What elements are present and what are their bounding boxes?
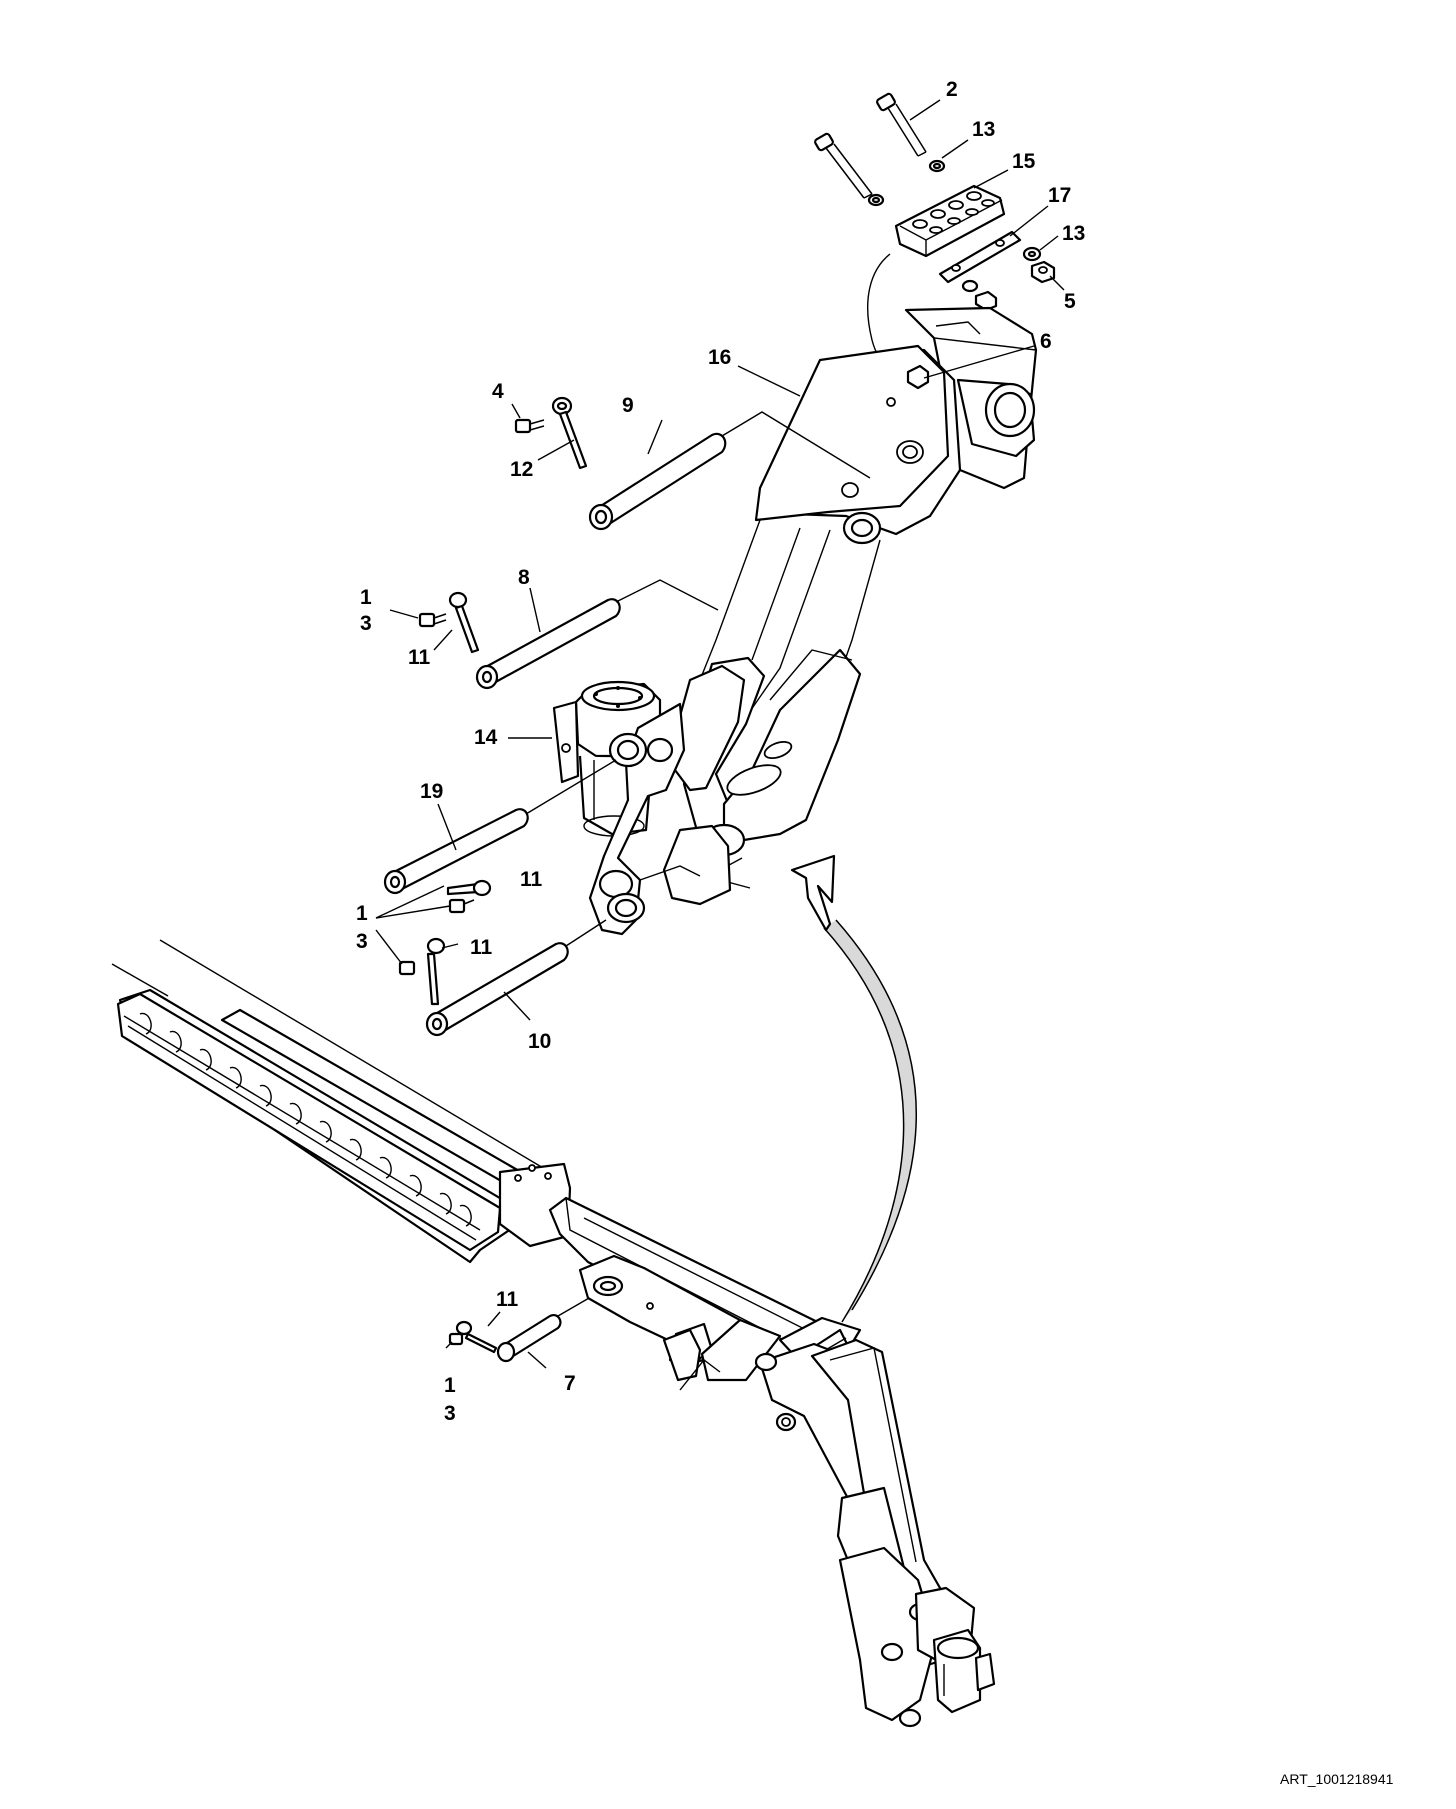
- callout-3: 3: [356, 930, 368, 953]
- callout-11: 11: [408, 646, 431, 669]
- callout-6: 6: [1040, 330, 1052, 353]
- callout-5: 5: [1064, 290, 1076, 313]
- washer-13a: [928, 159, 946, 173]
- art-reference-label: ART_1001218941: [1280, 1771, 1394, 1787]
- keeper-12: [551, 396, 588, 470]
- callout-9: 9: [622, 394, 634, 417]
- callout-19: 19: [420, 780, 443, 803]
- callout-3: 3: [444, 1402, 456, 1425]
- bolt-2: [876, 92, 927, 157]
- callout-3: 3: [360, 612, 372, 635]
- callout-16: 16: [708, 346, 731, 369]
- callout-11: 11: [520, 868, 543, 891]
- callout-labels: 2 13 15 17 13 5 6 16 4 9 12 8 1 3 11 14 …: [356, 78, 1085, 1425]
- plate-17: [938, 230, 1022, 284]
- bolt-1c: [398, 960, 416, 976]
- bolt-4: [514, 418, 545, 434]
- callout-4: 4: [492, 380, 504, 403]
- callout-8: 8: [518, 566, 530, 589]
- pin-7: [496, 1293, 597, 1363]
- rotation-arrow: [790, 854, 917, 1323]
- bolt-1d: [448, 1332, 464, 1346]
- pin-8: [475, 579, 719, 690]
- washer-13d: [961, 279, 979, 293]
- pin-10: [425, 919, 607, 1037]
- keeper-11c: [426, 937, 446, 1006]
- callout-1: 1: [360, 586, 372, 609]
- nut-5b: [974, 290, 998, 312]
- callout-10: 10: [528, 1030, 551, 1053]
- callout-17: 17: [1048, 184, 1071, 207]
- callout-7: 7: [564, 1372, 576, 1395]
- pin-9: [588, 411, 871, 531]
- callout-12: 12: [510, 458, 533, 481]
- bolt-1a: [418, 612, 447, 628]
- callout-1: 1: [356, 902, 368, 925]
- boom-head-16: [699, 306, 1038, 721]
- callout-2: 2: [946, 78, 958, 101]
- washer-13c: [867, 193, 885, 207]
- callout-15: 15: [1012, 150, 1036, 173]
- callout-11: 11: [496, 1288, 519, 1311]
- callout-11: 11: [470, 936, 493, 959]
- callout-13: 13: [1062, 222, 1085, 245]
- lower-linkage: [588, 702, 732, 936]
- callout-1: 1: [444, 1374, 456, 1397]
- washer-13b: [1022, 246, 1042, 262]
- callout-13: 13: [972, 118, 995, 141]
- leader-lines: [375, 99, 1065, 1369]
- keeper-11d: [455, 1320, 498, 1354]
- keeper-11b: [446, 879, 492, 897]
- cable-chain: [116, 992, 502, 1252]
- nut-5: [1030, 260, 1056, 284]
- keeper-11a: [448, 591, 480, 654]
- upper-arm-assembly: [670, 648, 862, 889]
- clamp-block-15: [894, 184, 1006, 258]
- bolt-2b: [814, 132, 873, 199]
- lower-boom-assembly: [111, 939, 859, 1392]
- callout-14: 14: [474, 726, 498, 749]
- jib-assembly: [754, 1316, 996, 1728]
- bolt-1b: [448, 898, 475, 914]
- pin-19: [383, 759, 617, 895]
